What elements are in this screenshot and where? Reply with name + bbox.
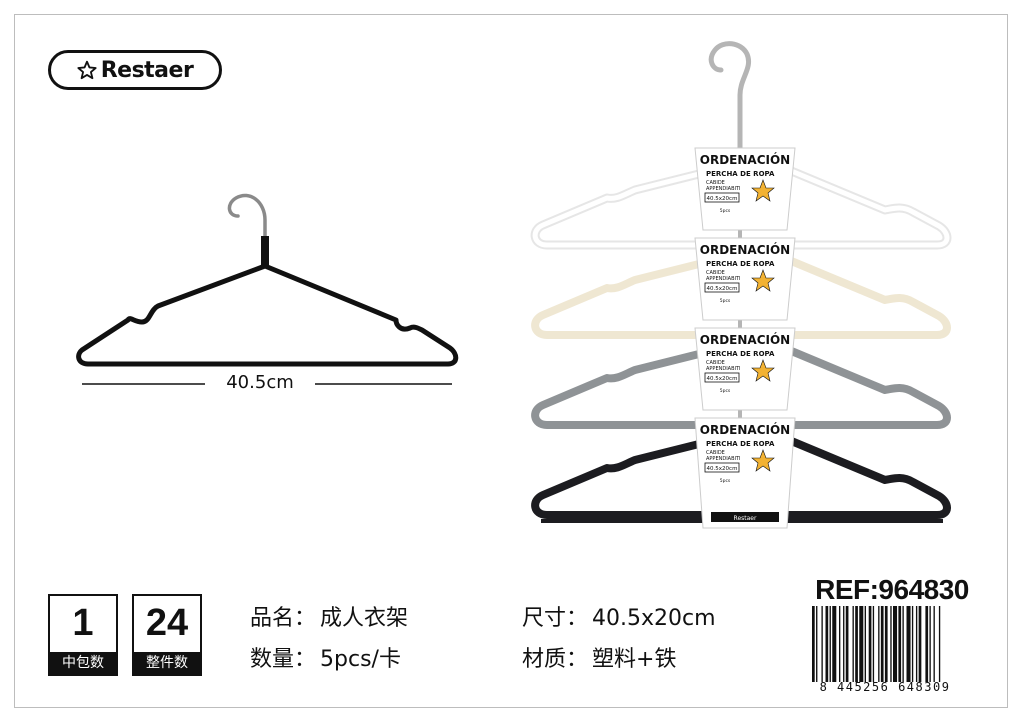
tag-1: ORDENACIÓN PERCHA DE ROPA CABIDE APPENDI… <box>694 147 796 231</box>
spec-product-name: 品名：成人衣架 <box>250 606 409 631</box>
barcode-image <box>812 606 941 682</box>
inner-pack-label: 中包数 <box>50 652 116 674</box>
barcode-bar <box>816 606 818 682</box>
outer-pack-count: 24 <box>145 602 189 644</box>
tag-4-sub1: PERCHA DE ROPA <box>706 440 775 448</box>
tag-2-pcs: 5pcs <box>720 298 731 304</box>
barcode-bar <box>859 606 864 682</box>
tag-2-size: 40.5x20cm <box>707 286 738 292</box>
tag-3: ORDENACIÓN PERCHA DE ROPA CABIDE APPENDI… <box>694 327 796 411</box>
reference-number: REF:964830 <box>815 574 969 605</box>
barcode-bar <box>825 606 829 682</box>
barcode-bar <box>880 606 884 682</box>
barcode-bar <box>918 606 922 682</box>
barcode-bar <box>911 606 914 682</box>
tag-3-mascot-icon <box>751 359 775 382</box>
hanger-pack-photo: ORDENACIÓN PERCHA DE ROPA CABIDE APPENDI… <box>530 41 952 529</box>
tag-2-mascot-icon <box>751 269 775 292</box>
hanger-white <box>530 160 952 250</box>
inner-pack-box: 1 中包数 <box>48 594 118 676</box>
barcode-bar <box>852 606 854 682</box>
tag-1-size: 40.5x20cm <box>707 196 738 202</box>
tag-2-sub1: PERCHA DE ROPA <box>706 260 775 268</box>
tag-4-size: 40.5x20cm <box>707 466 738 472</box>
barcode-bar <box>812 606 815 682</box>
barcode-bar <box>839 606 841 682</box>
tag-1-pcs: 5pcs <box>720 208 731 214</box>
tag-4-title: ORDENACIÓN <box>700 422 790 437</box>
barcode-bar <box>864 606 866 682</box>
barcode-bar <box>884 606 888 682</box>
brand-name: Restaer <box>100 57 194 83</box>
tag-1-title: ORDENACIÓN <box>700 152 790 167</box>
barcode-bar <box>933 606 935 682</box>
tag-1-sub1: PERCHA DE ROPA <box>706 170 775 178</box>
barcode-bar <box>938 606 941 682</box>
tag-1-sub2: CABIDE <box>706 180 725 186</box>
barcode-bar <box>890 606 892 682</box>
spec-size: 尺寸：40.5x20cm <box>522 606 716 631</box>
tag-2: ORDENACIÓN PERCHA DE ROPA CABIDE APPENDI… <box>694 237 796 321</box>
barcode-bar <box>893 606 898 682</box>
brand-logo: Restaer <box>48 50 222 90</box>
product-card <box>14 14 1008 708</box>
tag-4-sub2: CABIDE <box>706 450 725 456</box>
barcode-bar <box>845 606 849 682</box>
tag-3-sub3: APPENDIABITI <box>706 366 741 372</box>
barcode-bar <box>843 606 845 682</box>
barcode-bar <box>878 606 880 682</box>
barcode-bar <box>906 606 911 682</box>
tag-3-pcs: 5pcs <box>720 388 731 394</box>
spec-material: 材质：塑料+铁 <box>522 647 677 672</box>
barcode-bar <box>855 606 858 682</box>
outer-pack-label: 整件数 <box>134 652 200 674</box>
width-dimension-label: 40.5cm <box>205 372 315 393</box>
tag-1-mascot-icon <box>751 179 775 202</box>
barcode-bar <box>829 606 831 682</box>
barcode-bar <box>929 606 931 682</box>
barcode-bar <box>832 606 837 682</box>
tag-4-mascot-icon <box>751 449 775 472</box>
tag-4-sub3: APPENDIABITI <box>706 456 741 462</box>
tag-2-sub2: CABIDE <box>706 270 725 276</box>
tag-brand: Restaer <box>734 515 757 522</box>
tag-3-sub2: CABIDE <box>706 360 725 366</box>
outer-pack-box: 24 整件数 <box>132 594 202 676</box>
hanger-illustration <box>76 193 459 385</box>
barcode-bar <box>821 606 823 682</box>
barcode-bar <box>902 606 904 682</box>
tag-3-size: 40.5x20cm <box>707 376 738 382</box>
barcode-bar <box>898 606 902 682</box>
barcode-bar <box>872 606 875 682</box>
tag-4: ORDENACIÓN PERCHA DE ROPA CABIDE APPENDI… <box>694 417 796 529</box>
tag-3-title: ORDENACIÓN <box>700 332 790 347</box>
star-icon <box>77 60 97 80</box>
barcode-bar <box>868 606 872 682</box>
tag-2-title: ORDENACIÓN <box>700 242 790 257</box>
tag-2-sub3: APPENDIABITI <box>706 276 741 282</box>
spec-quantity: 数量：5pcs/卡 <box>250 647 401 672</box>
tag-3-sub1: PERCHA DE ROPA <box>706 350 775 358</box>
hanger-gray <box>531 341 951 429</box>
inner-pack-count: 1 <box>72 602 94 644</box>
barcode-bar <box>925 606 929 682</box>
hanger-cream <box>531 251 951 339</box>
barcode-digits: 8 445256 648309 <box>819 680 951 694</box>
barcode-bar <box>915 606 918 682</box>
tag-4-pcs: 5pcs <box>720 478 731 484</box>
tag-1-sub3: APPENDIABITI <box>706 186 741 192</box>
